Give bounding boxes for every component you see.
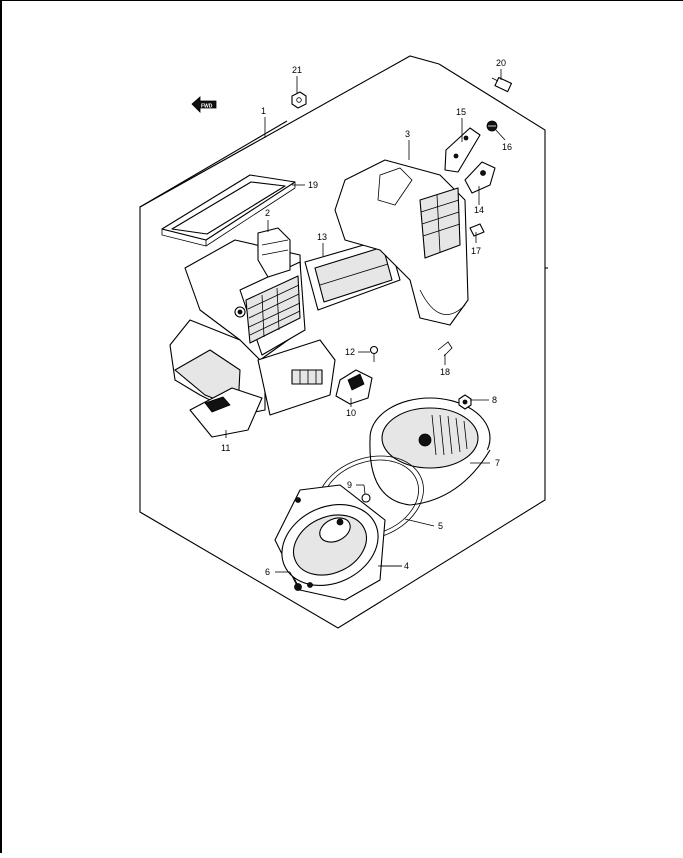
callout-11: 11 [221, 443, 230, 453]
callout-21: 21 [292, 65, 302, 75]
callout-13: 13 [317, 232, 327, 242]
callout-4: 4 [404, 561, 409, 571]
callout-12: 12 [345, 347, 355, 357]
part-3-case-half [334, 159, 469, 326]
callout-20: 20 [496, 58, 506, 68]
leader-lines [225, 69, 506, 585]
part-1-heater-case [169, 227, 336, 416]
callout-6: 6 [265, 567, 270, 577]
part-8-nut [458, 394, 472, 410]
part-18-wire-clip [437, 341, 453, 357]
assembly-boundary-top-left [139, 55, 440, 208]
part-15-link-arm [444, 127, 481, 173]
callout-5: 5 [438, 521, 443, 531]
page-border-top [0, 0, 683, 1]
part-21-nut [291, 91, 307, 109]
part-13-filter-insert [304, 237, 401, 311]
callout-10: 10 [346, 408, 356, 418]
callout-7: 7 [495, 458, 500, 468]
callout-17: 17 [471, 246, 481, 256]
right-vent-grille [419, 187, 461, 259]
page-border-left [0, 0, 2, 853]
part-4-blower-motor [274, 484, 386, 601]
part-12-screw [369, 345, 379, 362]
part-20-bolt [491, 76, 513, 93]
part-16-screw [486, 120, 498, 132]
part-9-clip [361, 493, 371, 503]
callout-19: 19 [308, 180, 318, 190]
part-14-link-lever [464, 161, 496, 194]
callout-15: 15 [456, 107, 466, 117]
part-19-seal-frame [161, 174, 296, 247]
part-17-clip [469, 223, 485, 237]
part-7-blower-case [369, 397, 491, 506]
part-10-resistor [335, 369, 373, 405]
callout-2: 2 [265, 208, 270, 218]
forward-arrow-label: FWD [201, 104, 213, 110]
resistor-connector [291, 369, 323, 385]
part-6-screw [294, 583, 302, 591]
callout-14: 14 [474, 205, 484, 215]
callout-1: 1 [261, 106, 266, 116]
left-vent-grille [245, 275, 301, 344]
blower-fan-blades [431, 414, 468, 456]
forward-arrow-icon: FWD [191, 96, 217, 113]
callout-16: 16 [502, 142, 512, 152]
callout-9: 9 [347, 480, 352, 490]
callout-8: 8 [492, 395, 497, 405]
callout-18: 18 [440, 367, 450, 377]
callout-3: 3 [405, 129, 410, 139]
callout-labels: 1 2 3 4 5 6 7 8 9 10 11 12 13 14 15 16 1… [221, 58, 512, 577]
part-11-duct-plate [189, 387, 263, 438]
